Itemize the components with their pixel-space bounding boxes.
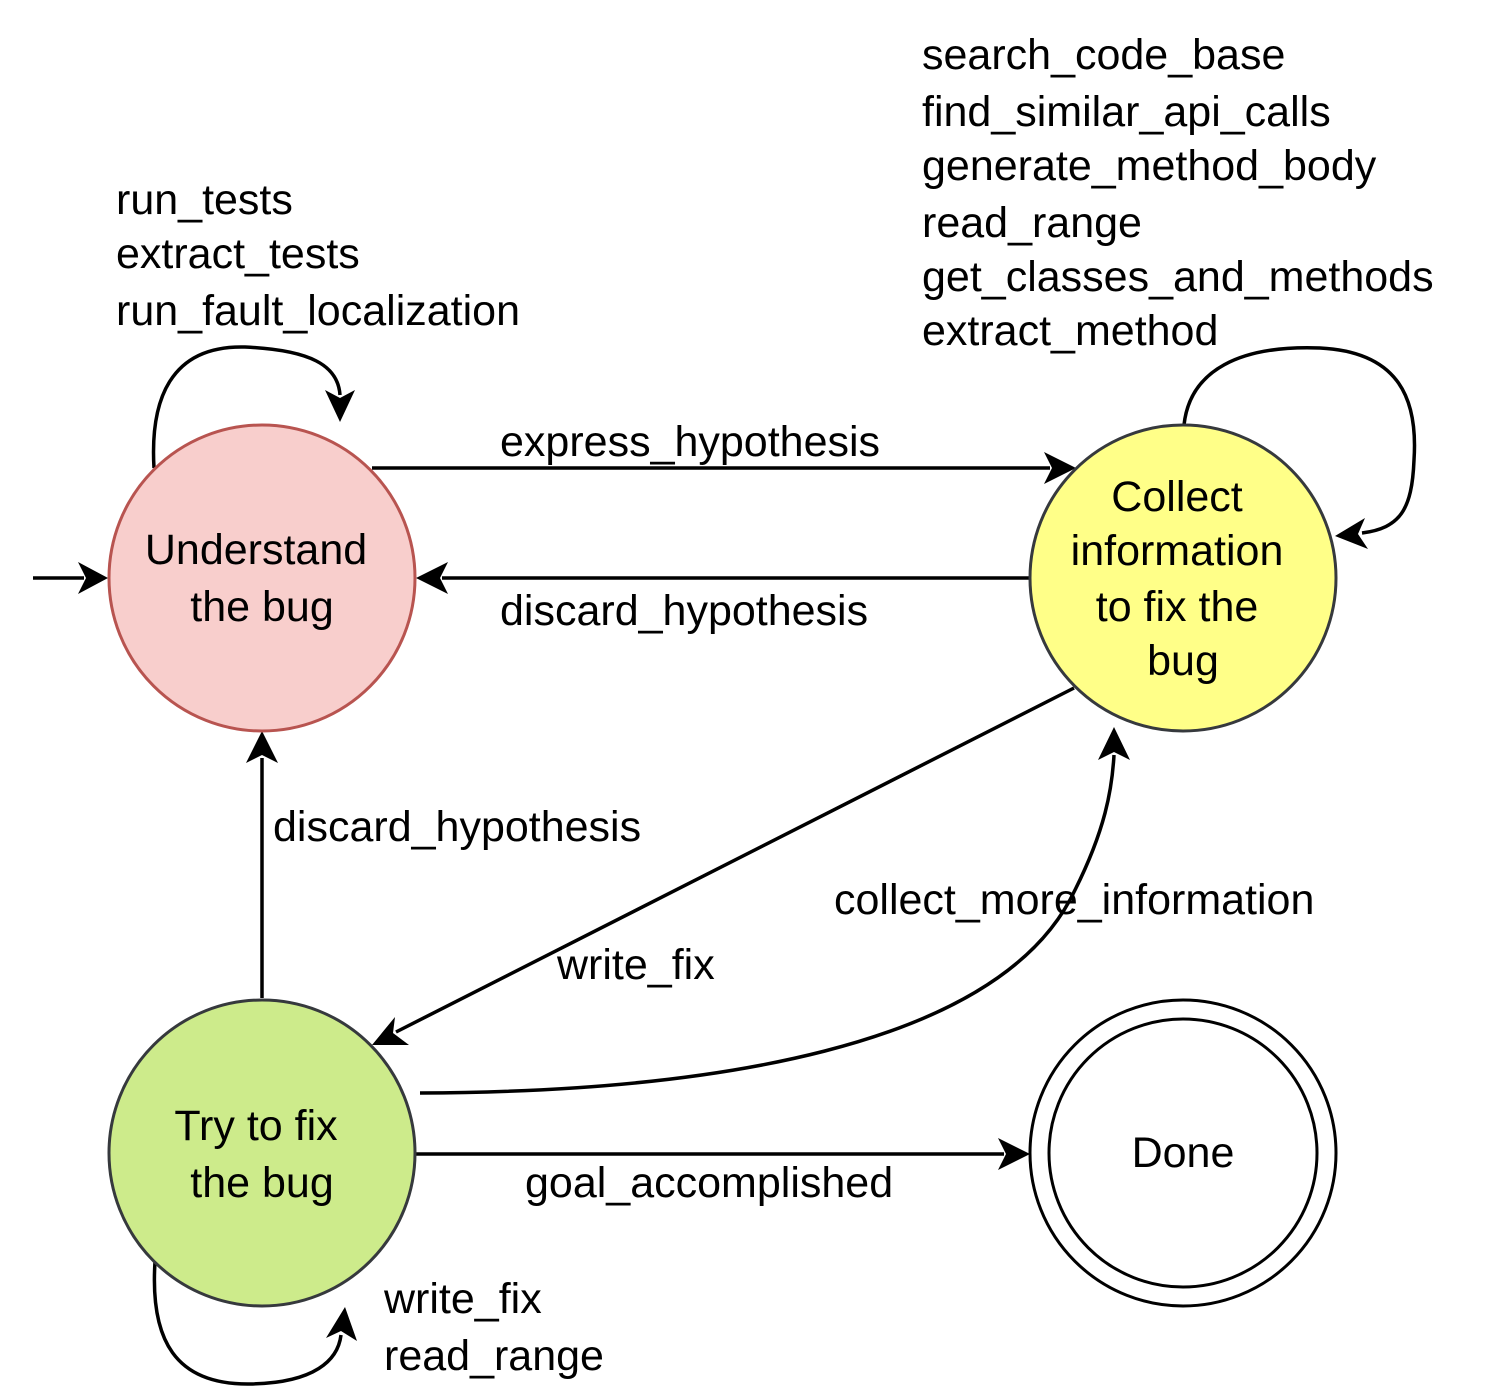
edge-understand-to-collect bbox=[372, 452, 1076, 484]
state-understand-line-1: Understand bbox=[145, 526, 367, 574]
label-collect-self-loop: search_code_base find_similar_api_calls … bbox=[922, 31, 1446, 355]
edge-collect-self-loop bbox=[1182, 346, 1417, 549]
label-understand-self-2: extract_tests bbox=[116, 230, 360, 278]
state-done: Done bbox=[1028, 998, 1338, 1308]
label-discard-hypothesis-left: discard_hypothesis bbox=[273, 803, 641, 851]
label-try-fix-self-2: read_range bbox=[384, 1332, 604, 1380]
label-goal-accomplished: goal_accomplished bbox=[525, 1159, 893, 1207]
state-try-fix-circle bbox=[107, 998, 417, 1308]
state-collect-line-1: Collect bbox=[1111, 473, 1242, 521]
state-understand-the-bug: Understand the bug bbox=[107, 423, 417, 733]
label-collect-self-6: extract_method bbox=[922, 307, 1218, 355]
state-try-fix-line-1: Try to fix bbox=[174, 1102, 338, 1150]
label-collect-self-2: find_similar_api_calls bbox=[922, 88, 1331, 136]
edge-try-fix-to-done bbox=[416, 1138, 1030, 1170]
label-try-fix-self-1: write_fix bbox=[383, 1275, 542, 1323]
label-discard-hypothesis-top: discard_hypothesis bbox=[500, 587, 868, 635]
edge-try-fix-to-collect bbox=[419, 727, 1130, 1095]
svg-text:Collect information: Collect information to fix the bug bbox=[1071, 473, 1296, 685]
state-done-outer-circle bbox=[1028, 998, 1338, 1308]
state-try-to-fix-the-bug: Try to fix the bug bbox=[107, 998, 417, 1308]
label-understand-self-1: run_tests bbox=[116, 176, 293, 224]
edge-collect-to-understand bbox=[416, 562, 1030, 594]
state-collect-line-2: information bbox=[1071, 527, 1284, 575]
svg-text:Done: Done bbox=[1132, 1129, 1235, 1177]
label-write-fix-diagonal: write_fix bbox=[556, 941, 715, 989]
label-understand-self-loop: run_tests extract_tests run_fault_locali… bbox=[116, 176, 520, 335]
label-collect-self-5: get_classes_and_methods bbox=[922, 253, 1434, 301]
label-try-fix-self-loop: write_fix read_range bbox=[383, 1275, 604, 1380]
state-collect-line-3: to fix the bbox=[1096, 583, 1259, 631]
state-collect-circle bbox=[1028, 423, 1338, 733]
state-collect-line-4: bug bbox=[1147, 637, 1219, 685]
label-express-hypothesis: express_hypothesis bbox=[500, 418, 880, 466]
svg-text:Understand the bug: Understand the bug bbox=[145, 526, 379, 631]
label-understand-self-3: run_fault_localization bbox=[116, 287, 520, 335]
state-done-label: Done bbox=[1132, 1129, 1235, 1177]
label-collect-more-information: collect_more_information bbox=[834, 876, 1314, 924]
state-understand-circle bbox=[107, 423, 417, 733]
initial-transition bbox=[33, 562, 108, 594]
edge-understand-self-loop bbox=[151, 345, 355, 469]
edge-try-fix-to-understand bbox=[246, 731, 278, 998]
label-collect-self-4: read_range bbox=[922, 199, 1142, 247]
edge-try-fix-self-loop bbox=[152, 1261, 357, 1386]
state-collect-information: Collect information to fix the bug bbox=[1028, 423, 1338, 733]
label-collect-self-3: generate_method_body bbox=[922, 142, 1377, 190]
state-understand-line-2: the bug bbox=[190, 583, 333, 631]
edge-collect-to-try-fix bbox=[372, 686, 1075, 1045]
svg-text:Try to fix the bug: Try to fix the bug bbox=[174, 1102, 349, 1207]
state-done-inner-circle bbox=[1047, 1017, 1319, 1289]
state-try-fix-line-2: the bug bbox=[190, 1159, 333, 1207]
label-collect-self-1: search_code_base bbox=[922, 31, 1285, 79]
